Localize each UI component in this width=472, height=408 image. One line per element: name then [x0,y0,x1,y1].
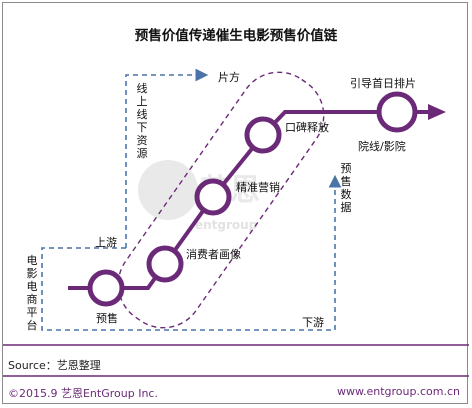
label-arrow-end: 引导首日排片 [350,77,416,90]
node-label-cinema: 院线/影院 [358,140,406,153]
footer-copyright: ©2015.9 艺恩EntGroup Inc. [8,387,158,400]
footer-website[interactable]: www.entgroup.com.cn [337,385,460,398]
node-cinema [376,91,418,133]
label-film-producer: 片方 [218,71,240,84]
value-chain-enclosure [117,71,325,329]
label-online-offline-resources: 线上线下资源 [136,82,148,160]
node-word-of-mouth [244,116,282,154]
value-chain-line [68,110,430,290]
label-downstream: 下游 [302,316,324,329]
figure-frame [2,2,468,404]
node-precision-marketing [194,178,232,216]
node-label-precision-marketing: 精准营销 [236,181,280,194]
upstream-resource-path [125,68,209,248]
source-note: Source：艺恩整理 [8,359,101,372]
label-ecommerce-platform: 电影电商平台 [26,254,38,332]
platform-path [41,174,342,331]
node-label-consumer-profile: 消费者画像 [186,248,241,261]
node-presale [87,269,125,307]
diagram-title: 预售价值传递催生电影预售价值链 [134,28,338,44]
watermark-text: entgroup [195,218,258,232]
label-presale-data: 预售数据 [340,162,352,214]
label-upstream: 上游 [95,236,117,249]
node-consumer-profile [146,245,184,283]
node-label-word-of-mouth: 口碑释放 [285,121,329,134]
node-label-presale: 预售 [96,312,118,325]
chain-arrowhead [428,104,446,120]
